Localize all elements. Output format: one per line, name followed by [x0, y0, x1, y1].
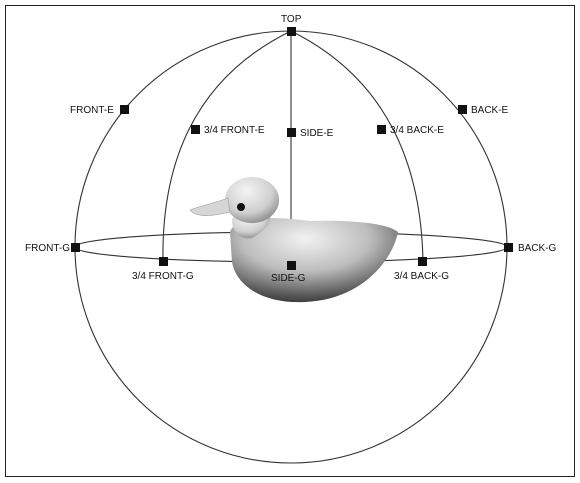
label-three-quarter-front-e: 3/4 FRONT-E — [204, 125, 265, 136]
label-side-e: SIDE-E — [300, 128, 334, 139]
label-side-g: SIDE-G — [271, 273, 306, 284]
label-three-quarter-back-g: 3/4 BACK-G — [394, 271, 449, 282]
label-three-quarter-front-g: 3/4 FRONT-G — [132, 271, 194, 282]
marker-side-e — [287, 128, 296, 137]
marker-back-g — [504, 243, 513, 252]
marker-three-quarter-back-e — [377, 125, 386, 134]
label-front-g: FRONT-G — [25, 243, 70, 254]
marker-three-quarter-front-g — [159, 257, 168, 266]
marker-back-e — [458, 105, 467, 114]
marker-top — [287, 27, 296, 36]
label-top: TOP — [281, 14, 302, 25]
marker-front-g — [71, 243, 80, 252]
label-back-g: BACK-G — [518, 243, 557, 254]
marker-side-g — [287, 261, 296, 270]
label-front-e: FRONT-E — [70, 105, 114, 116]
label-three-quarter-back-e: 3/4 BACK-E — [390, 125, 444, 136]
label-back-e: BACK-E — [471, 105, 509, 116]
marker-front-e — [120, 105, 129, 114]
marker-three-quarter-front-e — [191, 125, 200, 134]
marker-three-quarter-back-g — [418, 257, 427, 266]
